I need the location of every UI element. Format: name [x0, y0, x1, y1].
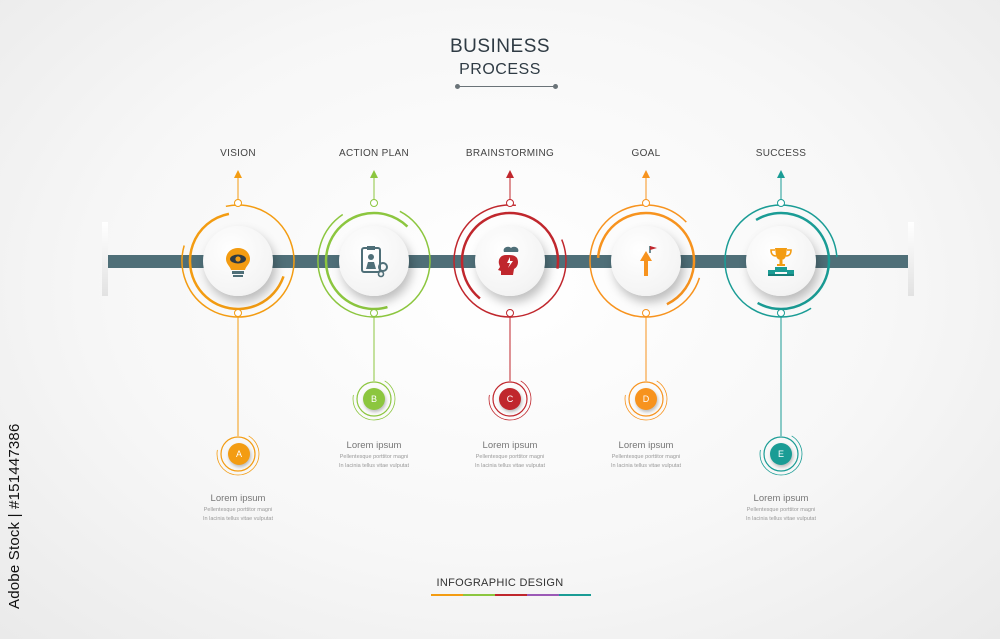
title-underline-dot-left: [455, 84, 460, 89]
stage-node-goal[interactable]: [611, 226, 681, 296]
title-line-1: BUSINESS: [449, 36, 551, 57]
stage-badge-outer-ring: [488, 377, 532, 421]
stage-text-body-1: Pellentesque porttitor magni: [611, 454, 681, 460]
footer-rule-segment: [463, 594, 495, 596]
stage-top-arrow: [506, 170, 514, 178]
stage-text-title: Lorem ipsum: [482, 440, 538, 451]
goal-arrow-flag-icon: [640, 246, 657, 276]
stage-text-body-1: Pellentesque porttitor magni: [475, 454, 545, 460]
stage-badge-ring: [220, 436, 256, 472]
stage-bottom-node: [642, 309, 650, 317]
stage-text-body-2: In lacinia tellus vitae vulputat: [745, 516, 816, 522]
stage-label-goal: GOAL: [631, 148, 661, 159]
stage-top-node: [370, 199, 378, 207]
stage-outer-ring: [589, 204, 703, 318]
stage-text-body-1: Pellentesque porttitor magni: [746, 507, 816, 513]
stage-bottom-node: [506, 309, 514, 317]
stage-badge-outer-ring: [216, 432, 260, 476]
stage-top-arrow: [234, 170, 242, 178]
stage-label-brainstorming: BRAINSTORMING: [465, 148, 555, 159]
stage-node-action-plan[interactable]: [339, 226, 409, 296]
stage-text-action-plan: Lorem ipsum Pellentesque porttitor magni…: [314, 440, 434, 470]
stage-inner-ring: [324, 211, 424, 311]
stage-node-success[interactable]: [746, 226, 816, 296]
stage-bottom-node: [370, 309, 378, 317]
stage-badge-ring: [492, 381, 528, 417]
stage-inner-ring: [460, 211, 560, 311]
stage-badge-outer-ring: [624, 377, 668, 421]
stage-label-vision: VISION: [220, 148, 256, 159]
stage-outer-ring: [453, 204, 567, 318]
stage-text-success: Lorem ipsum Pellentesque porttitor magni…: [721, 493, 841, 523]
stage-outer-ring: [724, 204, 838, 318]
title-underline: [459, 86, 555, 87]
head-brainstorm-icon: [498, 246, 519, 275]
stage-text-body-2: In lacinia tellus vitae vulputat: [474, 463, 545, 469]
stage-text-title: Lorem ipsum: [210, 493, 266, 504]
stage-badge-outer-ring: [352, 377, 396, 421]
stage-inner-ring: [188, 211, 288, 311]
stage-text-title: Lorem ipsum: [753, 493, 809, 504]
title-line-2: PROCESS: [459, 61, 541, 78]
stage-top-arrow: [777, 170, 785, 178]
footer-title: INFOGRAPHIC DESIGN: [436, 577, 564, 589]
stage-inner-ring: [731, 211, 831, 311]
idea-eye-icon: [226, 248, 250, 277]
stage-top-node: [642, 199, 650, 207]
stage-text-body-1: Pellentesque porttitor magni: [203, 507, 273, 513]
stage-badge-ring: [356, 381, 392, 417]
title-underline-dot-right: [553, 84, 558, 89]
stage-text-title: Lorem ipsum: [618, 440, 674, 451]
footer-rule-segment: [527, 594, 559, 596]
stage-text-body-1: Pellentesque porttitor magni: [339, 454, 409, 460]
stage-label-action-plan: ACTION PLAN: [339, 148, 409, 159]
trophy-podium-icon: [768, 248, 794, 276]
stage-badge-ring: [628, 381, 664, 417]
stage-top-node: [234, 199, 242, 207]
footer-color-rule: [431, 594, 591, 596]
stage-badge-e[interactable]: E: [770, 443, 792, 465]
stage-text-body-2: In lacinia tellus vitae vulputat: [338, 463, 409, 469]
stage-text-title: Lorem ipsum: [346, 440, 402, 451]
timeline-end-cap-right: [908, 222, 914, 296]
stage-badge-b[interactable]: B: [363, 388, 385, 410]
timeline-end-cap-left: [102, 222, 108, 296]
stage-bottom-node: [234, 309, 242, 317]
stage-inner-ring: [596, 211, 696, 311]
stage-top-node: [506, 199, 514, 207]
footer-rule-segment: [559, 594, 591, 596]
stage-badge-ring: [763, 436, 799, 472]
stage-top-arrow: [370, 170, 378, 178]
stage-badge-d[interactable]: D: [635, 388, 657, 410]
stage-text-body-2: In lacinia tellus vitae vulputat: [202, 516, 273, 522]
stage-text-goal: Lorem ipsum Pellentesque porttitor magni…: [586, 440, 706, 470]
stage-outer-ring: [317, 204, 431, 318]
stage-node-vision[interactable]: [203, 226, 273, 296]
stage-node-brainstorming[interactable]: [475, 226, 545, 296]
stage-bottom-node: [777, 309, 785, 317]
stage-top-node: [777, 199, 785, 207]
stage-text-brainstorming: Lorem ipsum Pellentesque porttitor magni…: [450, 440, 570, 470]
stage-label-success: SUCCESS: [755, 148, 807, 159]
clipboard-gears-icon: [361, 246, 388, 278]
stock-watermark: Adobe Stock | #151447386: [6, 423, 23, 609]
stage-outer-ring: [181, 204, 295, 318]
stage-text-body-2: In lacinia tellus vitae vulputat: [610, 463, 681, 469]
footer-rule-segment: [431, 594, 463, 596]
stage-badge-c[interactable]: C: [499, 388, 521, 410]
stage-text-vision: Lorem ipsum Pellentesque porttitor magni…: [178, 493, 298, 523]
stage-badge-outer-ring: [759, 432, 803, 476]
stage-badge-a[interactable]: A: [228, 443, 250, 465]
stage-top-arrow: [642, 170, 650, 178]
title-block: BUSINESS PROCESS: [0, 36, 1000, 80]
footer-rule-segment: [495, 594, 527, 596]
